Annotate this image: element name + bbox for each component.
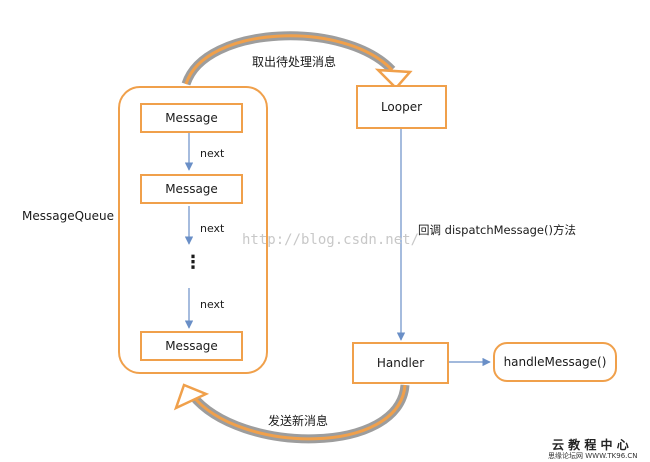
watermark-text: http://blog.csdn.net/ (242, 232, 420, 248)
looper-box: Looper (356, 85, 447, 129)
next-label-3: next (200, 298, 225, 311)
message-queue-label: MessageQueue (22, 209, 115, 223)
message-queue-group (118, 86, 268, 374)
bottom-curved-arrow (173, 383, 410, 444)
message-box-2: Message (140, 174, 243, 204)
handler-box: Handler (352, 342, 449, 384)
callback-label: 回调 dispatchMessage()方法 (418, 223, 576, 237)
top-curved-arrow (181, 31, 413, 90)
next-label-2: next (200, 222, 225, 235)
logo-title: 云 教 程 中 心 (552, 438, 629, 452)
take-message-label: 取出待处理消息 (252, 55, 337, 69)
message-box-1: Message (140, 103, 243, 133)
logo-subtitle: 思缘论坛网 WWW.TK96.CN (548, 452, 638, 460)
handle-message-box: handleMessage() (493, 342, 617, 382)
queue-ellipsis: ⋮ (184, 252, 202, 273)
message-box-3: Message (140, 331, 243, 361)
next-label-1: next (200, 147, 225, 160)
send-message-label: 发送新消息 (268, 414, 329, 428)
